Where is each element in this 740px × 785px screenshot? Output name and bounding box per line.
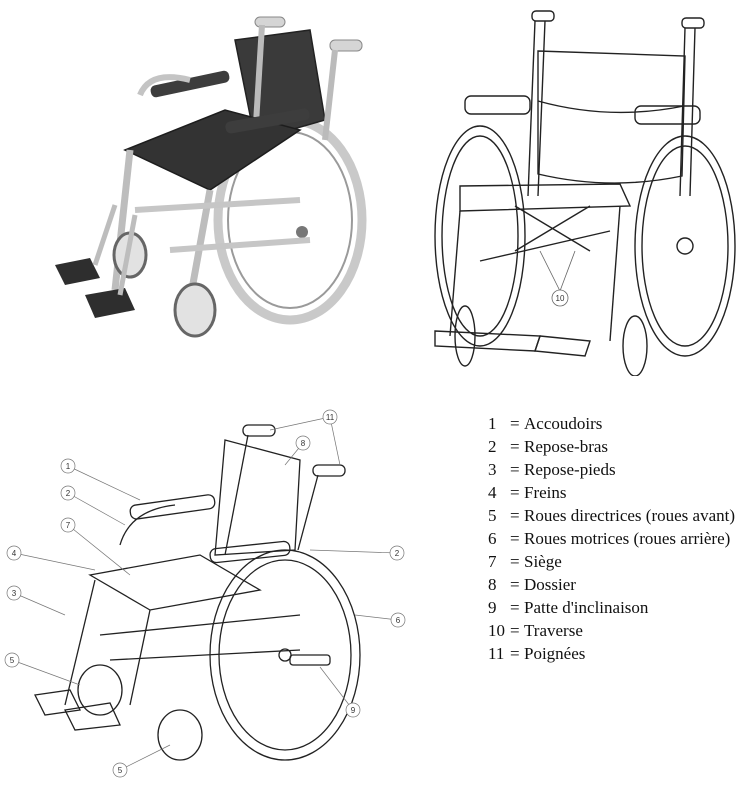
- legend-label: Repose-pieds: [524, 460, 616, 479]
- legend-label: Accoudoirs: [524, 414, 603, 433]
- legend-number: 9: [488, 598, 497, 617]
- legend-number: 5: [488, 506, 497, 525]
- legend-separator: =: [510, 437, 520, 456]
- legend-number: 10: [488, 621, 505, 640]
- legend-item: 9 =Patte d'inclinaison: [488, 596, 738, 619]
- legend-item: 2 =Repose-bras: [488, 435, 738, 458]
- callout-4: 4: [12, 549, 17, 558]
- legend-label: Patte d'inclinaison: [524, 598, 649, 617]
- legend-separator: =: [510, 598, 520, 617]
- callout-5-bottom: 5: [118, 766, 123, 775]
- callout-10: 10: [556, 294, 565, 303]
- legend-separator: =: [510, 460, 520, 479]
- legend-item: 10 =Traverse: [488, 619, 738, 642]
- callout-2-right: 2: [395, 549, 400, 558]
- legend-label: Roues motrices (roues arrière): [524, 529, 731, 548]
- legend-number: 1: [488, 414, 497, 433]
- legend-label: Poignées: [524, 644, 586, 663]
- wheelchair-render: [40, 10, 380, 340]
- callout-3: 3: [12, 589, 17, 598]
- legend-separator: =: [510, 506, 520, 525]
- legend-item: 5 =Roues directrices (roues avant): [488, 504, 738, 527]
- legend-separator: =: [510, 414, 520, 433]
- legend-label: Freins: [524, 483, 567, 502]
- legend-label: Dossier: [524, 575, 576, 594]
- legend-item: 11 =Poignées: [488, 642, 738, 665]
- wheelchair-labeled-drawing: 1 2 3 4 5 6 7 8 9 11 2 5: [0, 405, 410, 785]
- legend-item: 6 =Roues motrices (roues arrière): [488, 527, 738, 550]
- legend-separator: =: [510, 621, 520, 640]
- callout-1: 1: [66, 462, 71, 471]
- legend-number: 4: [488, 483, 497, 502]
- callout-8: 8: [301, 439, 306, 448]
- callout-6: 6: [396, 616, 401, 625]
- legend-number: 2: [488, 437, 497, 456]
- legend-separator: =: [510, 529, 520, 548]
- legend-item: 8 =Dossier: [488, 573, 738, 596]
- legend-label: Siège: [524, 552, 562, 571]
- legend-label: Traverse: [524, 621, 583, 640]
- callout-11: 11: [326, 413, 335, 422]
- legend-number: 3: [488, 460, 497, 479]
- callout-5: 5: [10, 656, 15, 665]
- callout-2: 2: [66, 489, 71, 498]
- legend-item: 3 =Repose-pieds: [488, 458, 738, 481]
- legend-item: 4 =Freins: [488, 481, 738, 504]
- legend-separator: =: [510, 552, 520, 571]
- callout-7: 7: [66, 521, 71, 530]
- legend-number: 8: [488, 575, 497, 594]
- legend-item: 7 =Siège: [488, 550, 738, 573]
- legend-label: Roues directrices (roues avant): [524, 506, 735, 525]
- legend-label: Repose-bras: [524, 437, 609, 456]
- legend-separator: =: [510, 644, 520, 663]
- legend-number: 7: [488, 552, 497, 571]
- legend-separator: =: [510, 483, 520, 502]
- legend-number: 6: [488, 529, 497, 548]
- legend-item: 1 =Accoudoirs: [488, 412, 738, 435]
- wheelchair-front-drawing: 10: [420, 6, 740, 376]
- callout-9: 9: [351, 706, 356, 715]
- legend-number: 11: [488, 644, 505, 663]
- legend-separator: =: [510, 575, 520, 594]
